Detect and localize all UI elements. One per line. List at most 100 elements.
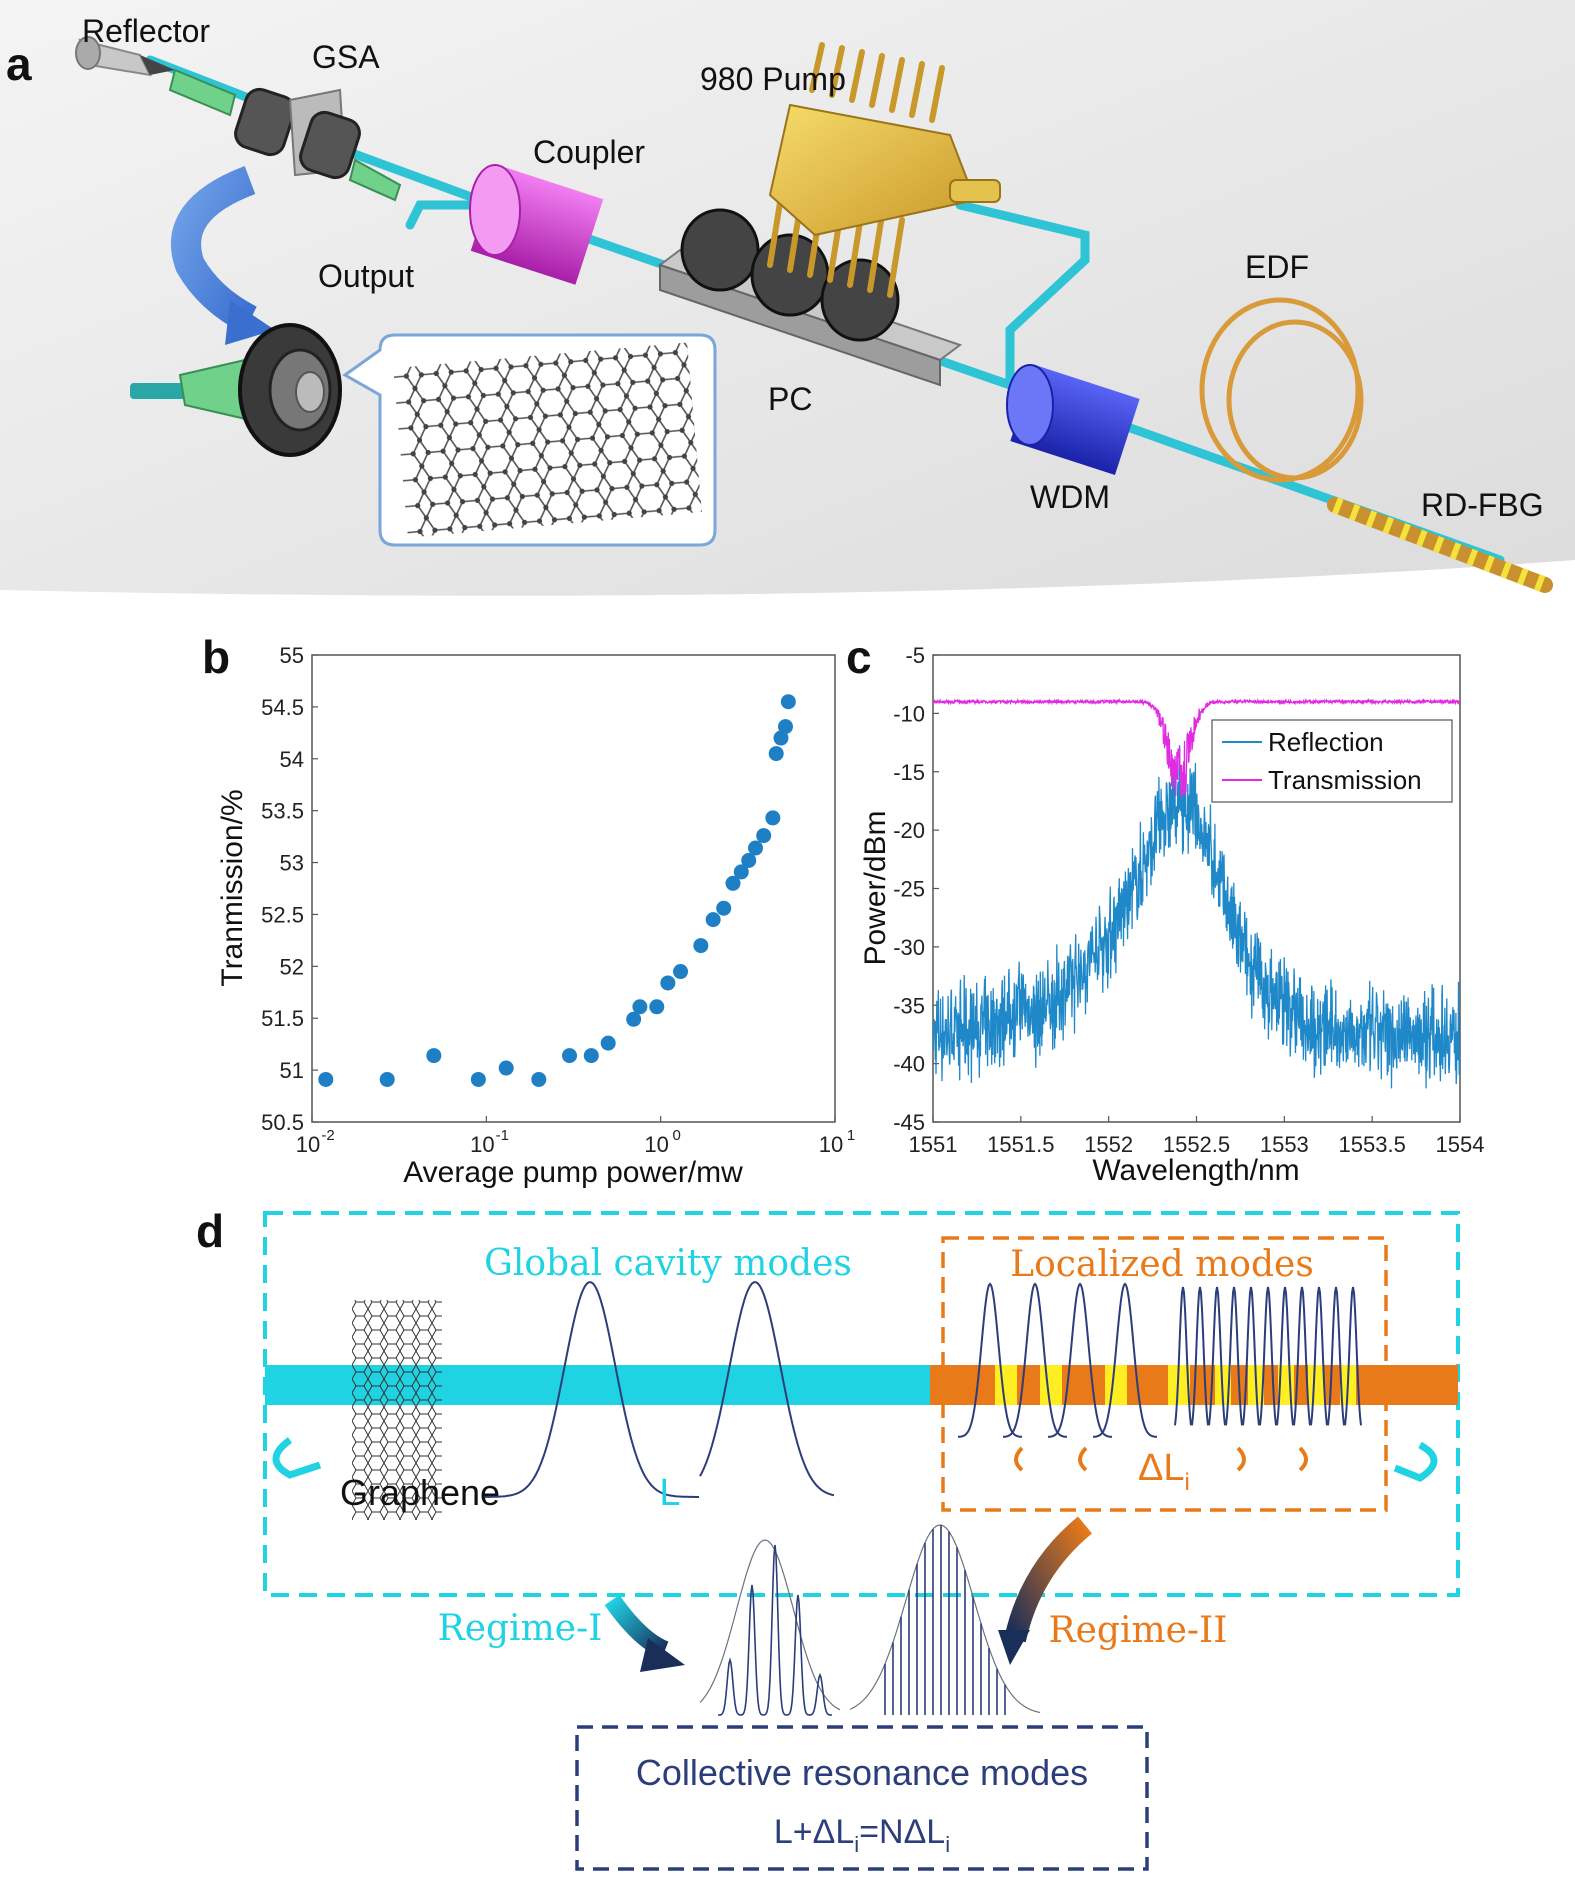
y-tick-label: 53 bbox=[280, 851, 304, 876]
scatter-point bbox=[716, 900, 732, 916]
zoomed-connector-icon bbox=[130, 323, 342, 457]
scatter-point bbox=[773, 730, 789, 746]
y-tick-label: -35 bbox=[893, 993, 925, 1018]
grating-stripe bbox=[1040, 1365, 1062, 1405]
y-tick-label: -10 bbox=[893, 701, 925, 726]
panel-b-letter: b bbox=[202, 631, 230, 683]
y-tick-label: 50.5 bbox=[261, 1110, 304, 1135]
localized-modes-box bbox=[941, 1236, 1388, 1512]
y-tick-label: 54 bbox=[280, 747, 304, 772]
scatter-point bbox=[531, 1071, 547, 1087]
rdfbg-label: RD-FBG bbox=[1421, 487, 1544, 523]
x-tick-label: 1554 bbox=[1436, 1132, 1485, 1157]
grating-stripe bbox=[995, 1365, 1017, 1405]
regime-1-arrowhead-icon bbox=[640, 1638, 685, 1672]
edf-coil-icon bbox=[1199, 297, 1364, 483]
scatter-point bbox=[780, 694, 796, 710]
y-tick-label: -5 bbox=[905, 643, 925, 668]
panel-c-letter: c bbox=[846, 631, 872, 683]
x-tick-label: 10 bbox=[644, 1132, 668, 1157]
scatter-point bbox=[660, 975, 676, 991]
cavity-length-label: L bbox=[659, 1472, 680, 1514]
scatter-point bbox=[600, 1035, 616, 1051]
left-loop-arrow-icon bbox=[272, 1437, 322, 1479]
chart-c-ylabel: Power/dBm bbox=[859, 810, 892, 965]
reflector-icon bbox=[75, 36, 175, 77]
global-modes-label: Global cavity modes bbox=[484, 1243, 852, 1284]
chart-b-frame bbox=[311, 654, 836, 1123]
regime-1-arrow-icon bbox=[604, 1594, 669, 1659]
scatter-point bbox=[426, 1048, 442, 1064]
regime-2-label: Regime-II bbox=[1048, 1610, 1227, 1651]
graphene-callout bbox=[342, 333, 717, 547]
grating-stripe bbox=[1308, 1365, 1324, 1405]
scatter-point bbox=[673, 964, 689, 980]
chart-b-xlabel: Average pump power/mw bbox=[403, 1156, 743, 1189]
scatter-point bbox=[379, 1071, 395, 1087]
x-tick-exponent: -1 bbox=[496, 1127, 509, 1144]
collective-modes-label: Collective resonance modes bbox=[636, 1752, 1088, 1793]
coupler-icon bbox=[469, 164, 604, 285]
grating-stripe bbox=[1105, 1365, 1127, 1405]
y-tick-label: -30 bbox=[893, 935, 925, 960]
panel-d-letter: d bbox=[196, 1205, 224, 1257]
chart-b-points bbox=[318, 694, 796, 1087]
scatter-point bbox=[756, 828, 772, 844]
x-tick-label: 1551 bbox=[909, 1132, 958, 1157]
series-transmission-line bbox=[933, 697, 1460, 798]
regime-2-arrow-icon bbox=[1004, 1516, 1093, 1643]
scatter-point bbox=[748, 840, 764, 856]
rdfbg-icon bbox=[1327, 497, 1553, 593]
scatter-point bbox=[693, 938, 709, 954]
scatter-point bbox=[470, 1071, 486, 1087]
scatter-point bbox=[705, 912, 721, 928]
scatter-point bbox=[725, 875, 741, 891]
legend-transmission-label: Transmission bbox=[1268, 765, 1422, 795]
coupler-label: Coupler bbox=[533, 134, 645, 170]
y-tick-label: -45 bbox=[893, 1110, 925, 1135]
gsa-label: GSA bbox=[312, 39, 380, 75]
y-tick-label: 53.5 bbox=[261, 799, 304, 824]
pump-label: 980 Pump bbox=[700, 61, 846, 97]
scatter-point bbox=[649, 999, 665, 1015]
collective-envelope bbox=[699, 1524, 1041, 1714]
y-tick-label: 51.5 bbox=[261, 1006, 304, 1031]
reflector-label: Reflector bbox=[82, 13, 210, 49]
panel-d: d Global cavity modes L Graphene Localiz… bbox=[196, 1205, 1460, 1871]
wdm-icon bbox=[1006, 364, 1140, 476]
x-tick-label: 1551.5 bbox=[987, 1132, 1054, 1157]
pc-label: PC bbox=[768, 381, 812, 417]
edf-label: EDF bbox=[1245, 249, 1309, 285]
scatter-point bbox=[562, 1048, 578, 1064]
pump-icon bbox=[767, 42, 1001, 298]
regime-2-arrowhead-icon bbox=[998, 1630, 1030, 1665]
panel-a: a Reflector GSA bbox=[0, 0, 1575, 596]
x-tick-label: 1552 bbox=[1084, 1132, 1133, 1157]
polarization-controller-icon bbox=[657, 208, 963, 387]
x-tick-label: 1553 bbox=[1260, 1132, 1309, 1157]
scatter-point bbox=[626, 1011, 642, 1027]
scatter-point bbox=[777, 719, 793, 735]
legend-reflection-label: Reflection bbox=[1268, 727, 1384, 757]
x-tick-exponent: 0 bbox=[672, 1127, 680, 1144]
x-tick-label: 10 bbox=[470, 1132, 494, 1157]
graphene-label: Graphene bbox=[340, 1472, 500, 1513]
regime-1-label: Regime-I bbox=[438, 1608, 603, 1649]
y-tick-label: -15 bbox=[893, 760, 925, 785]
y-tick-label: 54.5 bbox=[261, 695, 304, 720]
graphene-lattice-icon bbox=[393, 342, 702, 538]
collective-mode-peaks bbox=[718, 1525, 1006, 1716]
chart-c-plot bbox=[933, 697, 1460, 1089]
panel-a-letter: a bbox=[6, 38, 32, 90]
chart-b-ylabel: Tranmission/% bbox=[216, 789, 249, 986]
x-tick-label: 1552.5 bbox=[1163, 1132, 1230, 1157]
global-mode-peaks bbox=[484, 1281, 835, 1498]
y-tick-label: -20 bbox=[893, 818, 925, 843]
x-tick-exponent: 1 bbox=[847, 1127, 855, 1144]
scatter-point bbox=[318, 1071, 334, 1087]
y-tick-label: -40 bbox=[893, 1052, 925, 1077]
